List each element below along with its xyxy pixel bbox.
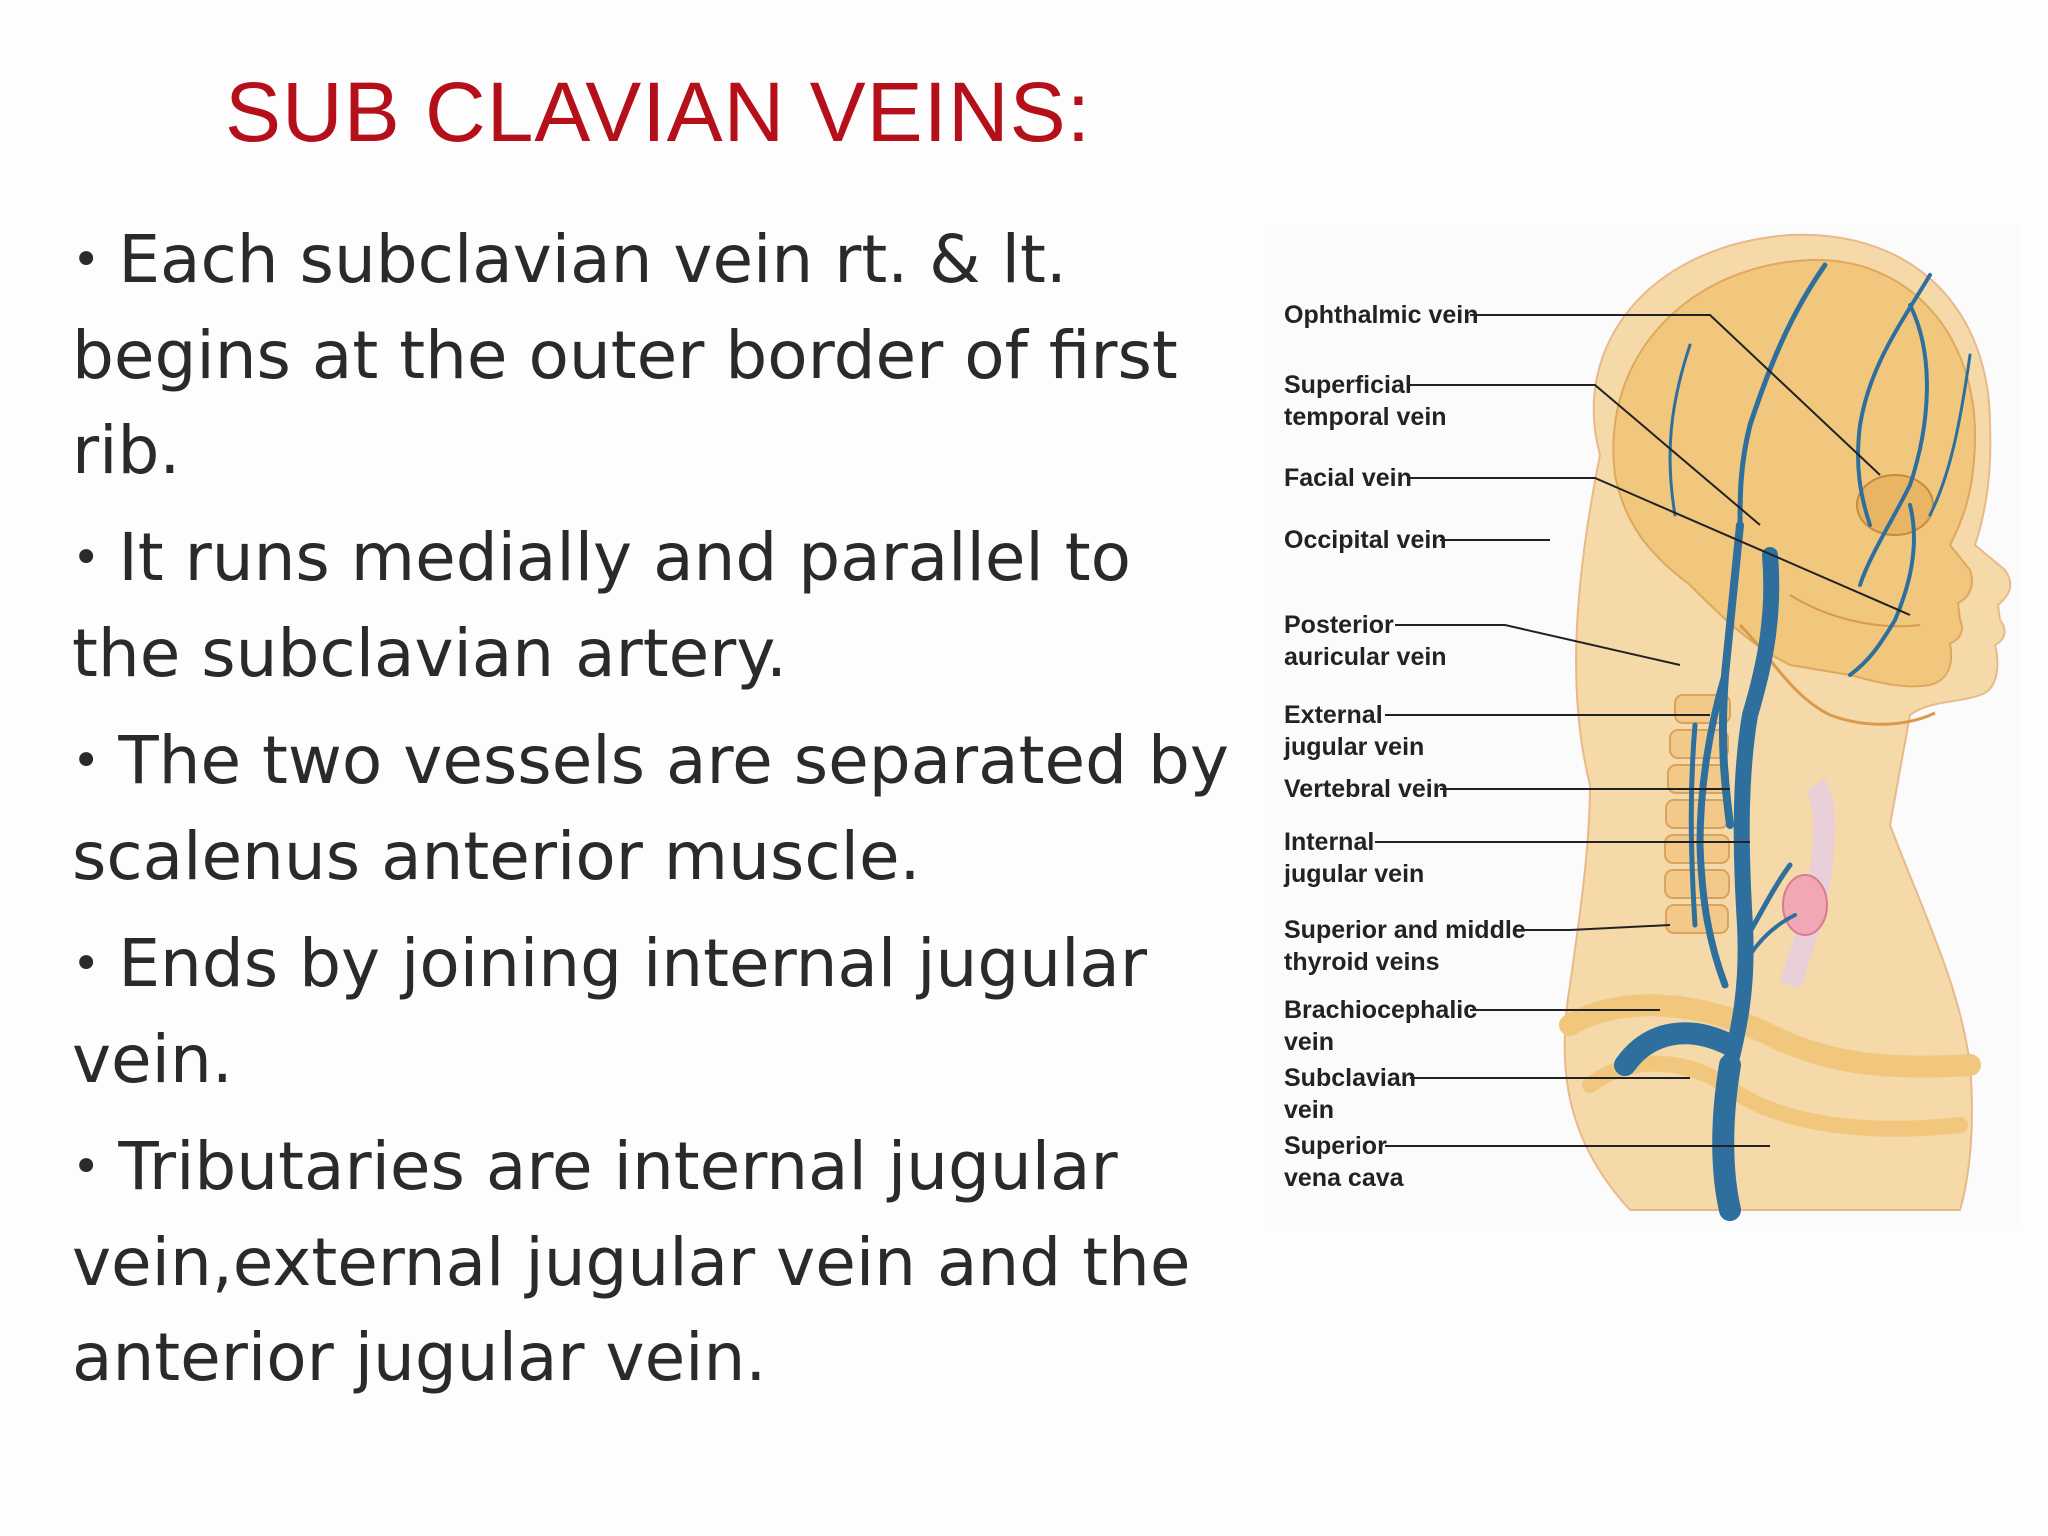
slide-title: SUB CLAVIAN VEINS: (225, 65, 1092, 159)
label-internal-jugular-vein-line2: jugular vein (1283, 860, 1424, 888)
figure-labels: Ophthalmic vein Superficial temporal vei… (1283, 301, 1526, 1192)
bullet-list: •Each subclavian vein rt. & lt. begins a… (72, 212, 1232, 1417)
maxilla-line (1789, 594, 1921, 628)
bullet-text: The two vessels are separated by scalenu… (72, 722, 1229, 895)
bullet-item: •Ends by joining internal jugular vein. (72, 916, 1232, 1107)
skull (1612, 258, 1977, 688)
thyroid-gland (1782, 874, 1828, 936)
label-subclavian-vein: Subclavian (1284, 1064, 1416, 1092)
neck-veins-illustration: Ophthalmic vein Superficial temporal vei… (1270, 225, 2020, 1225)
label-external-jugular-vein-line2: jugular vein (1283, 733, 1424, 761)
bullet-symbol: • (72, 232, 101, 288)
bullet-text: Ends by joining internal jugular vein. (72, 925, 1147, 1098)
label-internal-jugular-vein: Internal (1284, 828, 1374, 856)
bullet-text: Each subclavian vein rt. & lt. begins at… (72, 221, 1178, 489)
label-brachiocephalic-vein: Brachiocephalic (1284, 996, 1477, 1024)
bullet-text: It runs medially and parallel to the sub… (72, 519, 1131, 692)
label-posterior-auricular-vein: Posterior (1284, 611, 1394, 639)
bullet-text: Tributaries are internal jugular vein,ex… (72, 1128, 1191, 1396)
clavicle (1559, 994, 1981, 1078)
label-external-jugular-vein: External (1284, 701, 1383, 729)
label-superior-vena-cava: Superior (1284, 1132, 1387, 1160)
bullet-symbol: • (72, 530, 101, 586)
label-posterior-auricular-vein-line2: auricular vein (1284, 643, 1447, 671)
leader-lines (1375, 314, 1911, 1147)
label-subclavian-vein-line2: vein (1284, 1096, 1334, 1124)
label-superior-vena-cava-line2: vena cava (1284, 1164, 1405, 1192)
label-superficial-temporal-vein: Superficial (1284, 371, 1412, 399)
bullet-item: •Tributaries are internal jugular vein,e… (72, 1119, 1232, 1405)
bullet-symbol: • (72, 1139, 101, 1195)
label-facial-vein: Facial vein (1284, 464, 1412, 492)
label-thyroid-veins-line2: thyroid veins (1284, 948, 1440, 976)
label-vertebral-vein: Vertebral vein (1284, 775, 1448, 803)
label-thyroid-veins: Superior and middle (1284, 916, 1526, 944)
label-superficial-temporal-vein-line2: temporal vein (1284, 403, 1447, 431)
bullet-item: •It runs medially and parallel to the su… (72, 510, 1232, 701)
bullet-item: •The two vessels are separated by scalen… (72, 713, 1232, 904)
label-occipital-vein: Occipital vein (1284, 526, 1447, 554)
bullet-symbol: • (72, 733, 101, 789)
label-brachiocephalic-vein-line2: vein (1284, 1028, 1334, 1056)
bullet-symbol: • (72, 936, 101, 992)
label-ophthalmic-vein: Ophthalmic vein (1284, 301, 1478, 329)
venous-network (1614, 262, 1972, 1221)
bullet-item: •Each subclavian vein rt. & lt. begins a… (72, 212, 1232, 498)
